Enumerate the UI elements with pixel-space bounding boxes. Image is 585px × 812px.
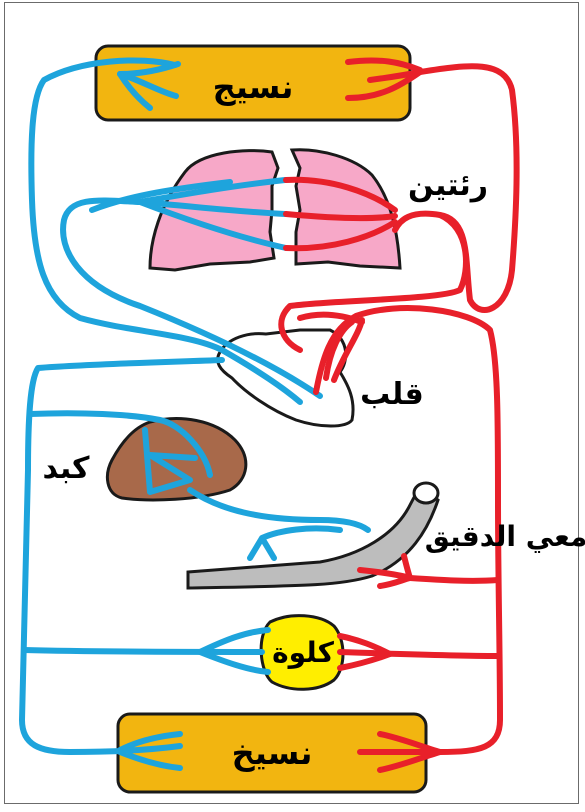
red-renal-artery <box>340 652 498 656</box>
red-intestine-artery <box>410 578 498 581</box>
label-tissue-bottom: نسيخ <box>232 734 313 772</box>
blue-renal-capillary-1 <box>200 630 268 652</box>
label-small-intestine: معي الدقيق <box>425 520 585 553</box>
label-tissue-top: نسيج <box>213 68 294 106</box>
label-heart: قلب <box>360 377 424 412</box>
label-liver: كبد <box>42 451 90 486</box>
label-lungs: رئتين <box>408 168 488 203</box>
label-kidney: كلوة <box>272 636 335 669</box>
small-intestine-opening <box>414 483 438 503</box>
blue-intestine-capillary <box>250 528 340 558</box>
blue-hepatic-portal <box>190 490 368 530</box>
blue-renal-vein <box>24 650 262 652</box>
blue-renal-capillary-2 <box>200 652 268 672</box>
